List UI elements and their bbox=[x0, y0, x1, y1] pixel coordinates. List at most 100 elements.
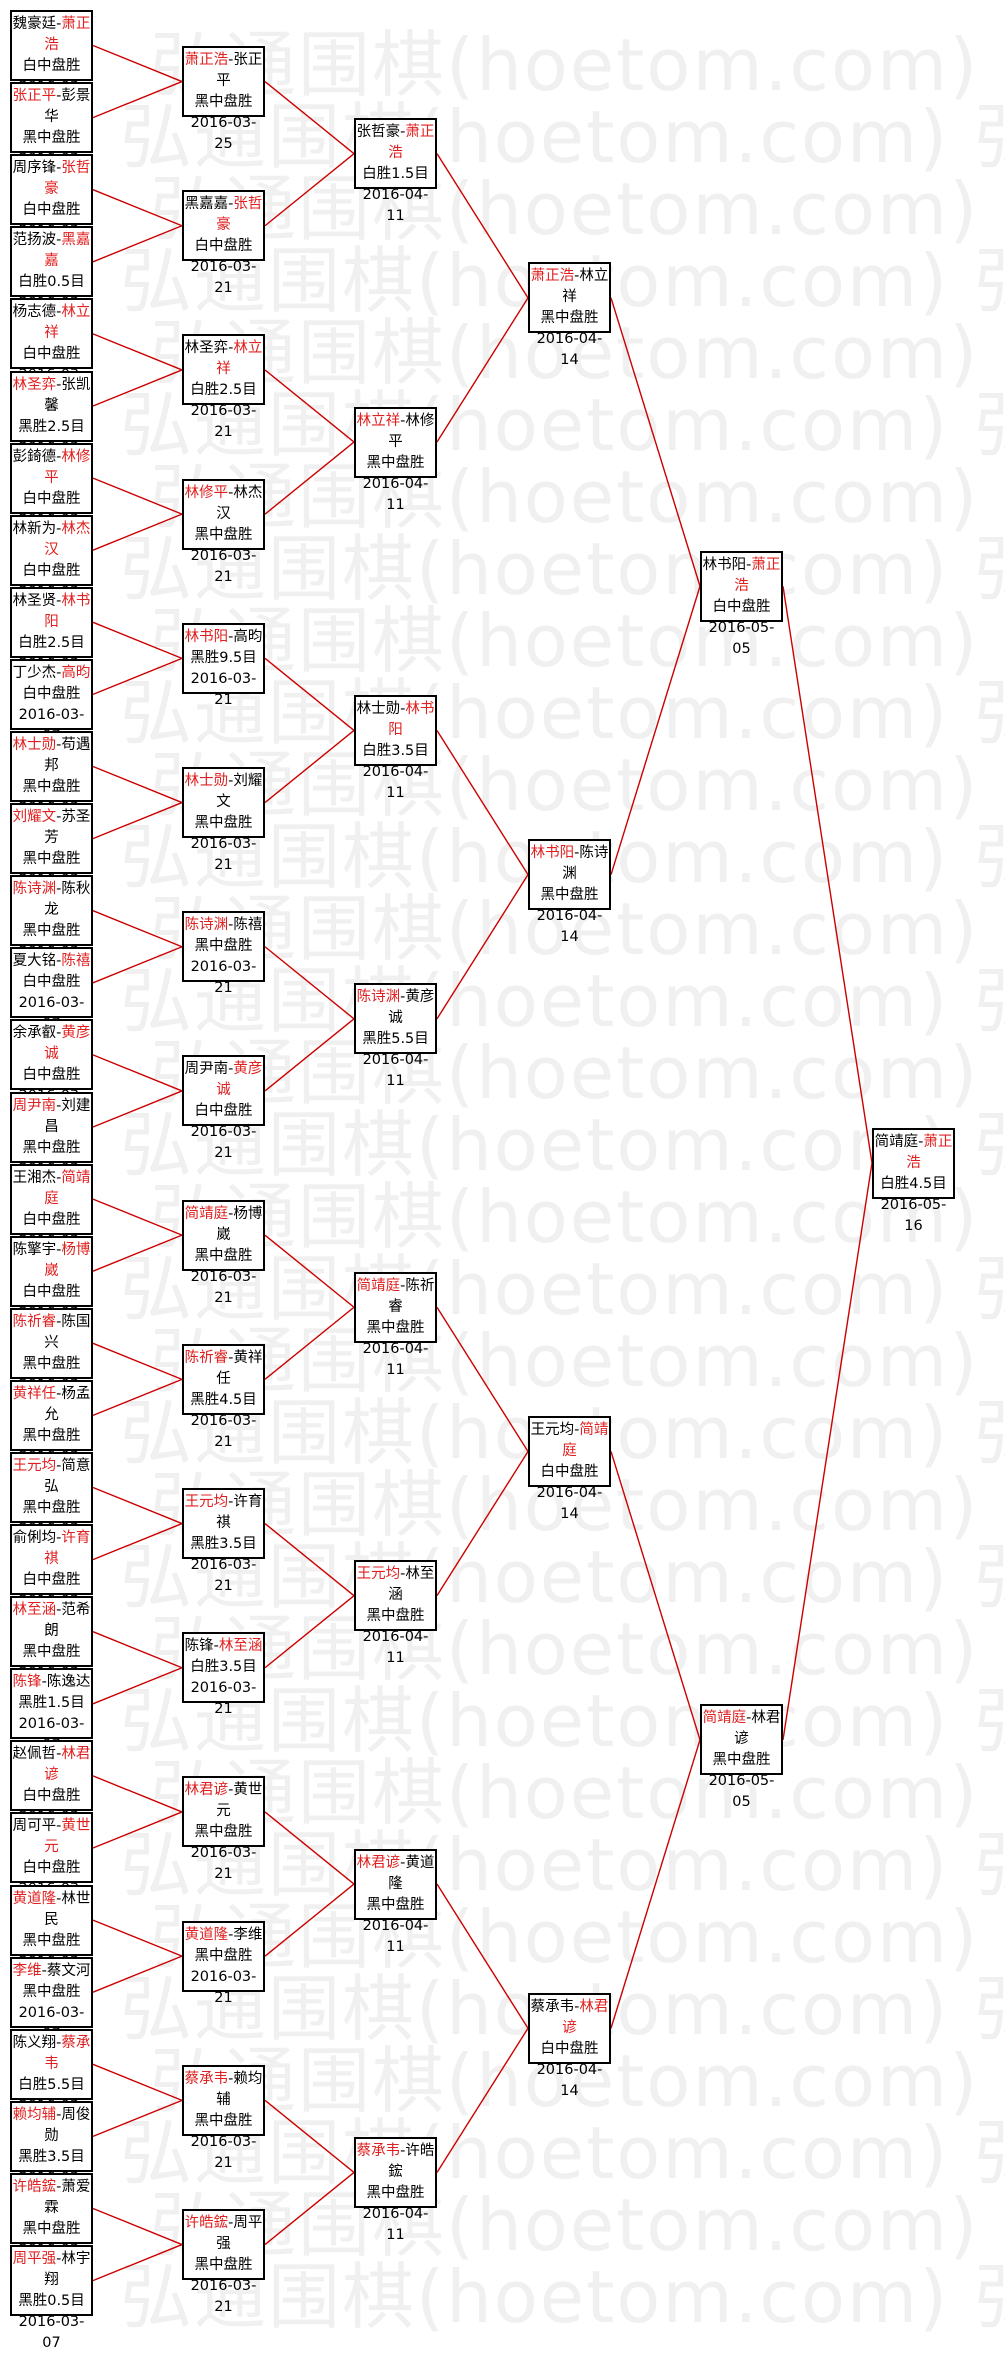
player-white: 黄彦诚 bbox=[388, 989, 435, 1026]
match-result: 白胜4.5目 bbox=[880, 1176, 947, 1192]
vs-separator: - bbox=[574, 268, 580, 284]
player-white: 萧正浩 bbox=[44, 16, 91, 53]
vs-separator: - bbox=[228, 917, 234, 933]
vs-separator: - bbox=[400, 124, 406, 140]
player-black: 林圣弈 bbox=[12, 377, 57, 393]
bracket-connector bbox=[264, 441, 355, 515]
match-result: 黑中盘胜 bbox=[194, 2257, 253, 2273]
match-players: 萧正浩-林立祥 bbox=[530, 266, 609, 308]
vs-separator: - bbox=[56, 1746, 62, 1762]
match-players: 林圣弈-林立祥 bbox=[184, 338, 263, 380]
player-white: 刘耀文 bbox=[216, 773, 263, 810]
match-players: 俞俐均-许育祺 bbox=[12, 1528, 91, 1570]
bracket-connector bbox=[92, 2063, 183, 2101]
bracket-connector bbox=[92, 369, 183, 407]
player-white: 林杰汉 bbox=[44, 521, 91, 558]
bracket-connector bbox=[92, 946, 183, 984]
player-black: 王元均 bbox=[12, 1458, 57, 1474]
match-players: 陈诗渊-陈秋龙 bbox=[12, 879, 91, 921]
bracket-connector bbox=[436, 730, 529, 876]
match-result: 黑中盘胜 bbox=[194, 1248, 253, 1264]
match-players: 林士勋-刘耀文 bbox=[184, 771, 263, 813]
match-result: 白胜5.5目 bbox=[18, 2077, 85, 2093]
vs-separator: - bbox=[41, 1674, 47, 1690]
player-black: 黑嘉嘉 bbox=[184, 196, 229, 212]
player-white: 杨孟允 bbox=[44, 1386, 91, 1423]
match-result: 白中盘胜 bbox=[22, 1212, 81, 1228]
match-players: 王元均-简意弘 bbox=[12, 1456, 91, 1498]
match-players: 林新为-林杰汉 bbox=[12, 519, 91, 561]
match-result: 黑中盘胜 bbox=[712, 1752, 771, 1768]
player-white: 蔡文河 bbox=[46, 1963, 91, 1979]
match-date: 2016-03-21 bbox=[190, 1413, 257, 1450]
vs-separator: - bbox=[56, 1386, 62, 1402]
bracket-connector bbox=[610, 297, 701, 587]
player-black: 陈祈睿 bbox=[184, 1350, 229, 1366]
bracket-connector bbox=[92, 225, 183, 263]
player-black: 王元均 bbox=[530, 1422, 575, 1438]
bracket-connector bbox=[92, 333, 183, 371]
vs-separator: - bbox=[56, 2179, 62, 2195]
player-black: 周可平 bbox=[12, 1818, 57, 1834]
player-white: 彭景华 bbox=[44, 88, 91, 125]
bracket-connector bbox=[92, 2207, 183, 2246]
player-black: 陈诗渊 bbox=[356, 989, 401, 1005]
player-black: 黄祥任 bbox=[12, 1386, 57, 1402]
match-players: 林圣弈-张凯馨 bbox=[12, 375, 91, 417]
vs-separator: - bbox=[228, 485, 234, 501]
bracket-connector bbox=[436, 1451, 529, 1597]
player-black: 林圣弈 bbox=[184, 340, 229, 356]
match-players: 陈诗渊-黄彦诚 bbox=[356, 987, 435, 1029]
vs-separator: - bbox=[56, 1602, 62, 1618]
match-box: 杨志德-林立祥白中盘胜2016-03-07 bbox=[10, 298, 93, 404]
match-box: 陈诗渊-陈秋龙黑中盘胜2016-03-07 bbox=[10, 875, 93, 981]
match-result: 黑中盘胜 bbox=[22, 1356, 81, 1372]
bracket-connector bbox=[264, 1811, 355, 1885]
match-result: 黑中盘胜 bbox=[366, 1320, 425, 1336]
vs-separator: - bbox=[56, 232, 62, 248]
player-white: 张凯馨 bbox=[44, 377, 91, 414]
player-black: 范扬波 bbox=[12, 232, 57, 248]
match-date: 2016-03-21 bbox=[190, 1845, 257, 1882]
match-result: 黑中盘胜 bbox=[194, 527, 253, 543]
player-white: 许皓鋐 bbox=[388, 2143, 435, 2180]
player-black: 魏豪廷 bbox=[12, 16, 57, 32]
player-white: 简靖庭 bbox=[44, 1170, 91, 1207]
player-black: 林士勋 bbox=[356, 701, 401, 717]
match-players: 陈擎宇-杨博崴 bbox=[12, 1240, 91, 1282]
match-result: 白胜3.5目 bbox=[362, 743, 429, 759]
match-result: 白中盘胜 bbox=[22, 1067, 81, 1083]
player-white: 萧正浩 bbox=[906, 1134, 953, 1171]
match-result: 白中盘胜 bbox=[712, 599, 771, 615]
vs-separator: - bbox=[400, 1566, 406, 1582]
match-players: 陈祈睿-陈国兴 bbox=[12, 1312, 91, 1354]
player-black: 王元均 bbox=[356, 1566, 401, 1582]
player-black: 许皓鋐 bbox=[12, 2179, 57, 2195]
bracket-connector bbox=[92, 513, 183, 551]
vs-separator: - bbox=[56, 2107, 62, 2123]
player-white: 刘建昌 bbox=[44, 1098, 91, 1135]
player-black: 王元均 bbox=[184, 1494, 229, 1510]
player-white: 苏圣芳 bbox=[44, 809, 91, 846]
match-players: 简靖庭-林君谚 bbox=[702, 1708, 781, 1750]
player-black: 李维 bbox=[12, 1963, 42, 1979]
player-black: 林君谚 bbox=[184, 1782, 229, 1798]
match-date: 2016-03-07 bbox=[18, 2314, 85, 2351]
match-players: 彭錡德-林修平 bbox=[12, 447, 91, 489]
match-box: 刘耀文-苏圣芳黑中盘胜2016-03-07 bbox=[10, 803, 93, 909]
match-result: 黑中盘胜 bbox=[194, 1824, 253, 1840]
vs-separator: - bbox=[56, 2035, 62, 2051]
match-result: 白中盘胜 bbox=[22, 1284, 81, 1300]
match-date: 2016-04-11 bbox=[362, 1052, 429, 1089]
player-black: 陈锋 bbox=[184, 1638, 214, 1654]
